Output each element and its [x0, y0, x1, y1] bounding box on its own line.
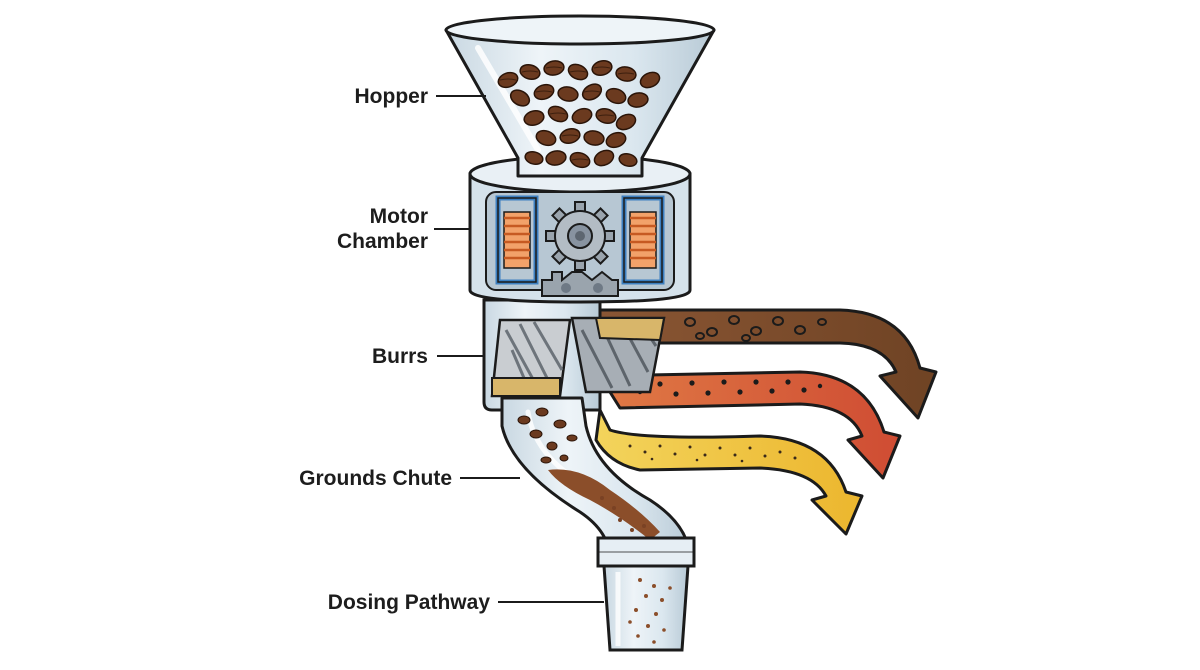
hopper — [444, 14, 716, 178]
motor-chamber — [468, 154, 692, 304]
fine-particles — [628, 444, 797, 463]
gear-icon — [541, 270, 619, 297]
left-burr — [490, 318, 572, 398]
coil-icon — [503, 211, 531, 269]
grounds-chute — [500, 396, 696, 568]
medium-particles — [637, 379, 823, 397]
right-frame — [621, 195, 665, 285]
left-frame — [495, 195, 539, 285]
burr-housing — [482, 298, 666, 412]
label-dosing-pathway: Dosing Pathway — [327, 591, 490, 614]
coffee-bean-icon — [497, 60, 661, 169]
fine-grind-arrow — [594, 408, 864, 536]
label-grounds-chute: Grounds Chute — [299, 467, 452, 490]
leader-lines — [434, 95, 604, 603]
grounds-beans — [517, 407, 578, 464]
coarse-grind-arrow — [598, 308, 938, 420]
coarse-particles — [684, 315, 827, 342]
medium-grind-arrow — [598, 370, 902, 480]
label-burrs: Burrs — [371, 345, 428, 368]
right-burr — [570, 316, 666, 394]
bean-creases — [499, 66, 635, 161]
label-motor-chamber-line2: Chamber — [336, 230, 428, 253]
dosing-grounds — [628, 578, 672, 644]
gear-icon — [545, 201, 615, 271]
label-hopper: Hopper — [354, 85, 429, 108]
dosing-pathway — [602, 564, 690, 652]
coil-icon — [629, 211, 657, 269]
label-motor-chamber-line1: Motor — [369, 205, 428, 228]
label-motor-chamber: Motor Chamber — [337, 204, 428, 254]
